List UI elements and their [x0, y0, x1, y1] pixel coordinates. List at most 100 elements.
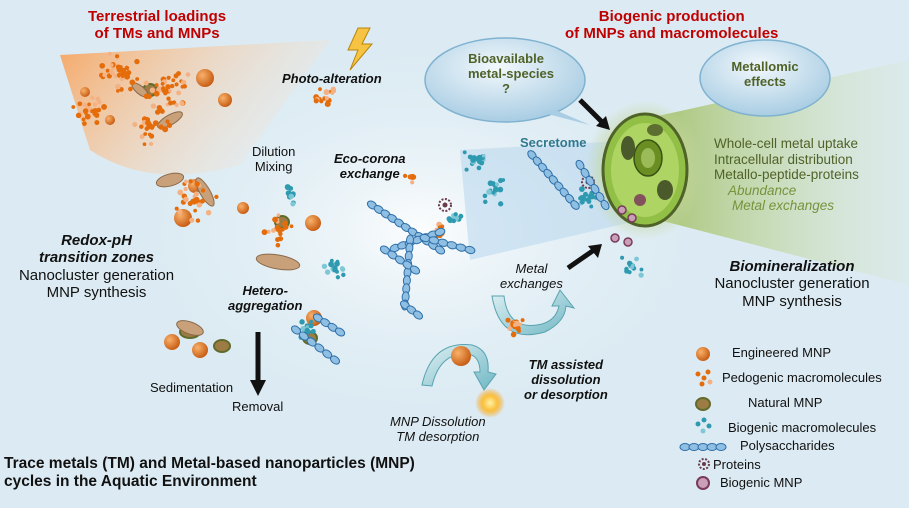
biomineral-line3: MNP synthesis — [742, 292, 842, 310]
pedogenic-macromolecule — [194, 196, 200, 203]
mnp-dissolution-label: MNP Dissolution TM desorption — [390, 414, 486, 445]
polysaccharide-unit — [334, 327, 346, 337]
biogenic-macromolecule — [464, 167, 469, 172]
pedogenic-macromolecule — [124, 65, 130, 71]
legend-pedogenic: Pedogenic macromolecules — [722, 370, 882, 385]
pedogenic-macromolecule — [165, 84, 171, 90]
biogenic-macromolecule — [446, 216, 452, 222]
pedogenic-macromolecule — [183, 187, 188, 192]
biogenic-macro-icon — [695, 417, 712, 434]
eco-corona-label: Eco-corona exchange — [334, 151, 406, 182]
biogenic-macromolecule — [290, 201, 296, 207]
pedogenic-macromolecule — [505, 317, 511, 323]
aggregate-particle — [157, 111, 183, 129]
pedogenic-macromolecule — [266, 229, 271, 234]
sedimentation-arrow — [250, 332, 266, 396]
hetero-aggregation-label: Hetero- aggregation — [228, 283, 302, 314]
cell-effect-abundance: Abundance — [728, 182, 797, 198]
engineered-mnp — [218, 93, 232, 107]
biogenic-macromolecule — [589, 204, 594, 209]
mnp-dissolution-line1: MNP Dissolution — [390, 414, 486, 429]
pedogenic-macromolecule — [276, 226, 281, 231]
metallomic-line1: Metallomic — [731, 59, 799, 74]
legend-symbols — [679, 347, 727, 490]
pedogenic-macromolecule — [165, 119, 170, 124]
pedogenic-macromolecule — [113, 74, 118, 79]
pedogenic-macromolecule — [149, 141, 154, 147]
aggregate-particle — [155, 172, 185, 188]
legend-biogenic-macro: Biogenic macromolecules — [728, 420, 877, 435]
pedogenic-macromolecule — [135, 77, 140, 81]
pedogenic-macromolecule — [93, 112, 100, 118]
pedogenic-macromolecule — [90, 109, 95, 114]
natural-mnp — [213, 339, 231, 353]
biogenic-macromolecule — [486, 189, 492, 195]
biogenic-macromolecule — [620, 255, 625, 260]
eco-corona-line1: Eco-corona — [334, 151, 406, 166]
pedogenic-macromolecule — [195, 218, 201, 223]
dilution-line1: Dilution — [252, 144, 296, 159]
pedogenic-macromolecule — [139, 124, 144, 129]
metallomic-bubble — [699, 39, 831, 117]
biogenic-macromolecule — [483, 199, 488, 205]
pedogenic-macromolecule — [155, 109, 161, 115]
biogenic-mnp-icon — [696, 476, 710, 490]
polysaccharide-icon — [679, 443, 727, 451]
pedogenic-macromolecule — [75, 112, 82, 119]
biogenic-macromolecule — [582, 191, 589, 197]
pedogenic-macromolecule — [205, 209, 212, 216]
pedogenic-macromolecule — [84, 113, 91, 120]
pedogenic-macromolecule — [107, 51, 112, 56]
biogenic-macromolecule — [467, 154, 473, 160]
biomineral-line1: Biomineralization — [729, 258, 855, 275]
pedogenic-macromolecule — [128, 86, 133, 92]
pedogenic-macromolecule — [179, 100, 185, 107]
pedogenic-macromolecule — [145, 119, 151, 126]
pedogenic-macromolecule — [134, 58, 140, 65]
polysaccharide-chains — [290, 150, 610, 365]
pedogenic-macromolecule — [520, 318, 525, 323]
hetero-line1: Hetero- — [242, 283, 288, 298]
polysaccharide-unit — [600, 199, 610, 211]
lightning-icon — [347, 27, 374, 71]
legend-proteins: Proteins — [713, 457, 761, 472]
biogenic-macromolecule — [288, 186, 294, 191]
pedogenic-macromolecule — [143, 80, 149, 86]
pedogenic-macromolecule — [324, 101, 331, 108]
metal-exchanges-label: Metal exchanges — [500, 261, 563, 292]
biogenic-macromolecule — [305, 327, 310, 333]
dissolving-mnp — [475, 388, 505, 418]
natural-mnp-icon — [695, 397, 711, 411]
biogenic-macromolecule — [587, 193, 594, 200]
biogenic-macromolecule — [329, 258, 334, 263]
pedogenic-macromolecule — [120, 67, 127, 74]
biogenic-macromolecule — [627, 270, 632, 275]
biomineral-line2: Nanocluster generation — [714, 275, 870, 293]
metallomic-beam — [640, 60, 909, 285]
dilution-mixing-label: Dilution Mixing — [252, 144, 296, 175]
pedogenic-macromolecule — [132, 122, 138, 128]
footer-title: Trace metals (TM) and Metal-based nanopa… — [4, 455, 415, 491]
biomineralization-block: Biomineralization Nanocluster generation… — [692, 258, 892, 310]
bioavailable-line1: Bioavailable — [468, 51, 544, 66]
bioavailable-text: Bioavailable metal-species ? — [468, 51, 554, 97]
pedogenic-macromolecule — [182, 84, 187, 89]
biogenic-macromolecule — [579, 199, 585, 205]
pedogenic-macromolecule — [515, 325, 521, 332]
biogenic-macromolecule — [482, 193, 488, 199]
biogenic-macromolecule — [472, 155, 478, 162]
biogenic-production-title: Biogenic production of MNPs and macromol… — [565, 8, 778, 43]
biogenic-macromolecule — [479, 160, 485, 166]
pedogenic-macromolecule — [275, 242, 281, 248]
protein-icon — [698, 458, 710, 470]
protein-core — [442, 202, 448, 208]
pedogenic-macromolecule — [167, 122, 173, 129]
pedogenic-macromolecule — [150, 103, 157, 109]
biogenic-macromolecule — [455, 215, 460, 220]
cell-effects-list: Whole-cell metal uptake Intracellular di… — [714, 136, 859, 214]
pedogenic-macromolecule — [174, 82, 179, 87]
removal-label: Removal — [232, 399, 284, 414]
pedogenic-macromolecule — [166, 96, 171, 101]
pedogenic-macromolecule — [190, 198, 196, 204]
biogenic-macromolecule — [308, 323, 314, 329]
